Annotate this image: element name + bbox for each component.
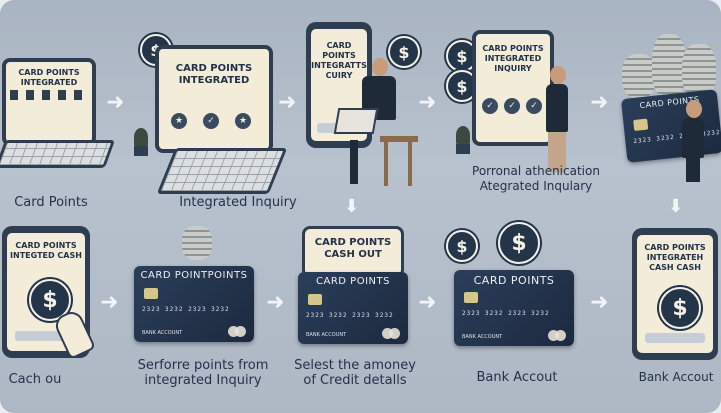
star-icon: ★ <box>235 113 251 129</box>
phone-screen-title: CARD POINTS INTEGRATEH CASH CASH <box>644 243 706 272</box>
arrow-down-icon: ⬇ <box>344 196 360 217</box>
caption-cash-out: Cach ou <box>8 372 62 387</box>
stool-leg <box>384 142 388 186</box>
card-chip <box>464 292 478 303</box>
kiosk-screen-title: CARD POINTS INTEGRATED INQUIRY <box>482 44 544 73</box>
arrow-right-icon: ➜ <box>278 90 297 115</box>
arrow-right-icon: ➜ <box>590 90 609 115</box>
card-title: CARD POINTS <box>473 274 555 287</box>
coin-icon: $ <box>388 36 420 68</box>
star-icon: ★ <box>171 113 187 129</box>
card-chip <box>308 294 322 305</box>
card-account-label: BANK ACCOUNT <box>306 332 347 338</box>
plant-icon <box>134 128 148 146</box>
card-title: CARD POINTPOINTS <box>140 270 248 281</box>
caption-line: Ategrated Inqulary <box>479 179 593 193</box>
caption-line: Selest the amoney <box>294 358 416 373</box>
check-icon: ✓ <box>203 113 219 129</box>
arrow-right-icon: ➜ <box>590 290 609 315</box>
card-account-label: BANK ACCOUNT <box>462 334 503 340</box>
cash-out-screen: CARD POINTS CASH OUT <box>302 226 404 278</box>
credit-card: CARD POINTS 2323 3232 2323 3232 <box>620 89 721 163</box>
card-chip <box>144 288 158 299</box>
phone-device: CARD POINTS INTEGRATEH CASH CASH $ <box>632 228 718 360</box>
person-head <box>372 58 388 76</box>
person-leg <box>350 140 358 184</box>
card-title: CARD POINTS <box>316 276 390 287</box>
card-number: 2323 3232 2323 3232 <box>633 128 721 146</box>
person-laptop <box>333 108 379 134</box>
credit-card: CARD POINTS 2323 3232 2323 3232 BANK ACC… <box>454 270 574 346</box>
caption-line: Porronal athenication <box>472 164 600 178</box>
arrow-right-icon: ➜ <box>418 90 437 115</box>
card-account-label: BANK ACCOUNT <box>142 330 183 336</box>
stool-leg <box>408 142 412 186</box>
awning <box>10 90 88 100</box>
phone-screen: CARD POINTS INTEGRATEH CASH CASH $ <box>637 235 713 353</box>
coin-stack <box>682 44 716 98</box>
coin-icon: $ <box>446 230 478 262</box>
caption-line: of Credit detalls <box>303 373 407 388</box>
card-number: 2323 3232 2323 3232 <box>462 310 550 317</box>
caption-transfer-points: Serforre points from integrated Inquiry <box>128 358 278 388</box>
stool-seat <box>380 136 418 142</box>
person-legs <box>686 158 700 182</box>
plant-pot <box>134 146 148 156</box>
arrow-right-icon: ➜ <box>418 290 437 315</box>
caption-bank-account: Bank Accout <box>476 370 558 385</box>
laptop-keyboard <box>156 148 288 194</box>
person-head <box>550 66 566 84</box>
card-number: 2323 3232 2323 3232 <box>142 306 230 313</box>
person-body <box>682 118 704 158</box>
laptop-keyboard <box>0 140 116 168</box>
phone-button <box>15 331 77 341</box>
kiosk-screen: CARD POINTS INTEGRATED INQUIRY ✓ ✓ ✓ <box>472 30 554 146</box>
person-head <box>686 100 702 118</box>
card-network-icon <box>382 328 400 339</box>
check-icon: ✓ <box>526 98 542 114</box>
card-chip <box>633 118 649 131</box>
card-number: 2323 3232 2323 3232 <box>306 312 394 319</box>
arrow-down-icon: ⬇ <box>668 196 684 217</box>
cash-out-title: CARD POINTS CASH OUT <box>314 237 392 260</box>
storefront-title: CARD POINTS INTEGRATED <box>18 68 80 87</box>
caption-line: integrated Inquiry <box>144 373 262 388</box>
storefront-screen: CARD POINTS INTEGRATED <box>2 58 96 146</box>
coin-stack <box>182 226 212 260</box>
card-network-icon <box>548 330 566 341</box>
coin-stack <box>652 34 686 98</box>
caption-integrated-inquiry: Integrated Inquiry <box>179 195 297 210</box>
phone-screen-title: CARD POINTS INTEGTED CASH <box>10 241 82 260</box>
caption-authentication: Porronal athenication Ategrated Inqulary <box>446 164 626 194</box>
check-icon: ✓ <box>504 98 520 114</box>
caption-line: Serforre points from <box>137 358 269 373</box>
caption-bank-account: Bank Accout <box>638 370 714 384</box>
check-icon: ✓ <box>482 98 498 114</box>
coin-icon: $ <box>498 222 540 264</box>
person-body <box>546 84 568 132</box>
credit-card: CARD POINTS 2323 3232 2323 3232 BANK ACC… <box>298 272 408 344</box>
laptop-screen: CARD POINTS INTEGRATED ★ ✓ ★ <box>155 45 273 153</box>
person-legs <box>548 132 566 172</box>
arrow-right-icon: ➜ <box>106 90 125 115</box>
caption-select-amount: Selest the amoney of Credit detalls <box>290 358 420 388</box>
laptop-screen-title: CARD POINTS INTEGRATED <box>175 63 253 86</box>
caption-card-points: Card Points <box>14 195 88 210</box>
phone-button <box>645 333 705 343</box>
credit-card: CARD POINTPOINTS 2323 3232 2323 3232 BAN… <box>134 266 254 342</box>
dollar-icon: $ <box>659 287 701 329</box>
coin-stack <box>622 54 656 98</box>
phone-screen-title: CARD POINTS INTEGRATTS CUIRY <box>311 41 367 80</box>
plant-pot <box>456 144 470 154</box>
arrow-right-icon: ➜ <box>266 290 285 315</box>
arrow-right-icon: ➜ <box>100 290 119 315</box>
card-network-icon <box>228 326 246 337</box>
plant-icon <box>456 126 470 144</box>
